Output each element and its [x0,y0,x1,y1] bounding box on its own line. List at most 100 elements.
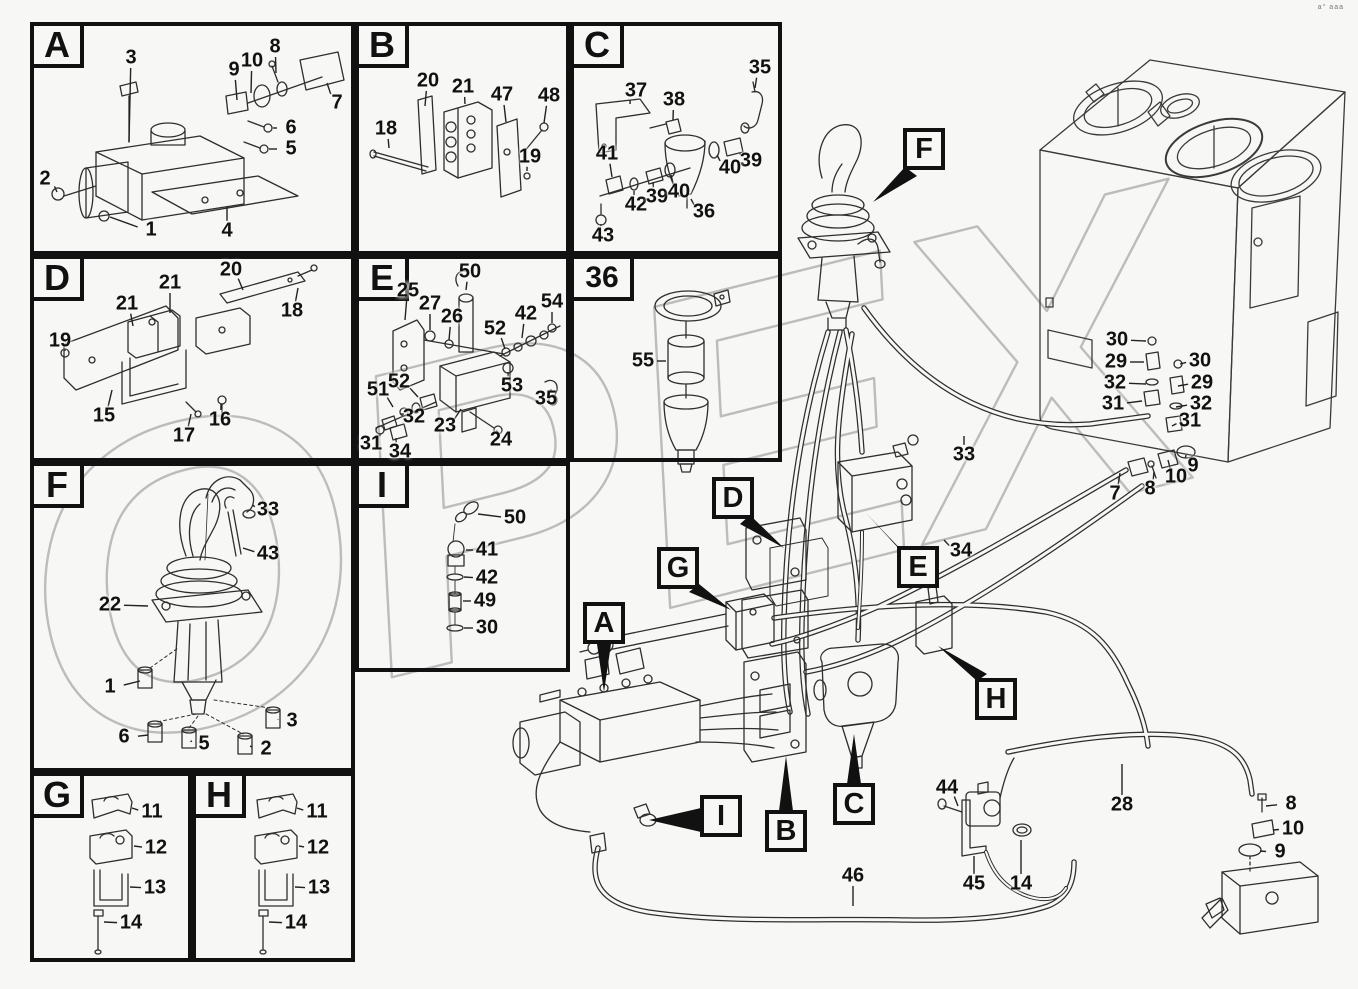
callout-I: I [700,795,742,837]
leader-line [1128,382,1147,385]
part-number-37: 37 [624,79,648,102]
part-number-3: 3 [125,46,137,69]
part-number-53: 53 [500,374,524,397]
part-number-12: 12 [306,836,330,859]
leader-line [1175,404,1188,408]
inset-box-label-G: G [30,772,84,818]
part-number-29: 29 [1190,371,1214,394]
leader-line [109,216,138,228]
part-number-10: 10 [1281,817,1305,840]
part-number-43: 43 [256,542,280,565]
callout-arrow-C [847,734,861,784]
joystick-art [797,124,891,331]
part-number-10: 10 [240,49,264,72]
inset-box-label-B: B [355,22,409,68]
inset-b-art [369,95,549,198]
callout-arrow-I [649,808,701,832]
leader-line [123,604,149,607]
inset-box-label-D: D [30,255,84,301]
long-hoses-inner [593,306,1254,922]
leader-line [1265,804,1278,807]
callout-F: F [903,128,945,170]
part-number-23: 23 [433,414,457,437]
leader-line [1117,472,1121,485]
part-number-19: 19 [48,329,72,352]
inset-box-H: H [192,772,355,962]
callout-E: E [897,546,939,588]
part-number-49: 49 [473,589,497,612]
part-number-8: 8 [1285,792,1297,815]
leader-line [190,740,193,743]
part-number-19: 19 [518,145,542,168]
part-number-38: 38 [662,88,686,111]
inset-box-I: I [355,462,570,672]
inset-box-36: 36 [570,255,782,462]
leader-line [326,82,332,95]
leader-line [1259,850,1267,853]
leader-line [103,921,118,924]
part-number-9: 9 [228,58,240,81]
part-number-35: 35 [748,56,772,79]
leader-line [754,77,758,89]
inset-box-E: E [355,255,570,462]
part-number-1: 1 [145,218,157,241]
callout-arrow-F [873,167,917,202]
part-number-15: 15 [92,404,116,427]
c-motor-art [813,643,900,769]
leader-line [123,680,141,686]
part-number-31: 31 [1101,392,1125,415]
part-number-41: 41 [595,142,619,165]
callout-arrow-A [597,644,611,692]
part-number-47: 47 [490,83,514,106]
part-number-40: 40 [667,180,691,203]
part-number-16: 16 [208,408,232,431]
inset-box-F: F [30,462,355,772]
part-number-43: 43 [591,224,615,247]
part-number-32: 32 [402,405,426,428]
part-number-5: 5 [285,137,297,160]
leader-line [454,408,462,420]
inset-box-G: G [30,772,192,962]
leader-line [1184,454,1187,458]
tank-art [1039,59,1346,463]
part-number-14: 14 [119,911,143,934]
inset-a-art [51,51,345,222]
part-number-42: 42 [514,302,538,325]
leader-line [294,287,299,302]
inset-e-art [375,270,561,441]
part-number-54: 54 [540,290,564,313]
leader-line [268,921,283,924]
inset-h-art [254,793,298,955]
callout-H: H [975,678,1017,720]
callout-B: B [765,810,807,852]
part-number-24: 24 [489,428,513,451]
part-number-44: 44 [935,776,959,799]
part-number-14: 14 [1009,872,1033,895]
part-number-27: 27 [418,292,442,315]
part-number-32: 32 [1103,371,1127,394]
leader-line [107,389,113,407]
leader-line [716,154,721,162]
part-number-14: 14 [284,911,308,934]
part-number-30: 30 [475,616,499,639]
inset-box-label-H: H [192,772,246,818]
part-number-33: 33 [256,498,280,521]
leader-line [234,79,238,101]
leader-line [1177,383,1189,387]
part-number-2: 2 [39,167,51,190]
part-number-51: 51 [366,378,390,401]
leader-line [128,67,132,143]
inset-f-art [137,476,281,755]
part-number-2: 2 [260,737,272,760]
part-number-8: 8 [269,35,281,58]
part-number-12: 12 [144,836,168,859]
inset-c-art [595,81,764,226]
b-plate-art [743,651,807,763]
leader-line [463,576,474,579]
leader-line [1130,339,1147,342]
leader-line [424,90,428,107]
part-number-31: 31 [359,432,383,455]
part-number-11: 11 [306,800,328,823]
tank-fittings [1127,336,1196,479]
